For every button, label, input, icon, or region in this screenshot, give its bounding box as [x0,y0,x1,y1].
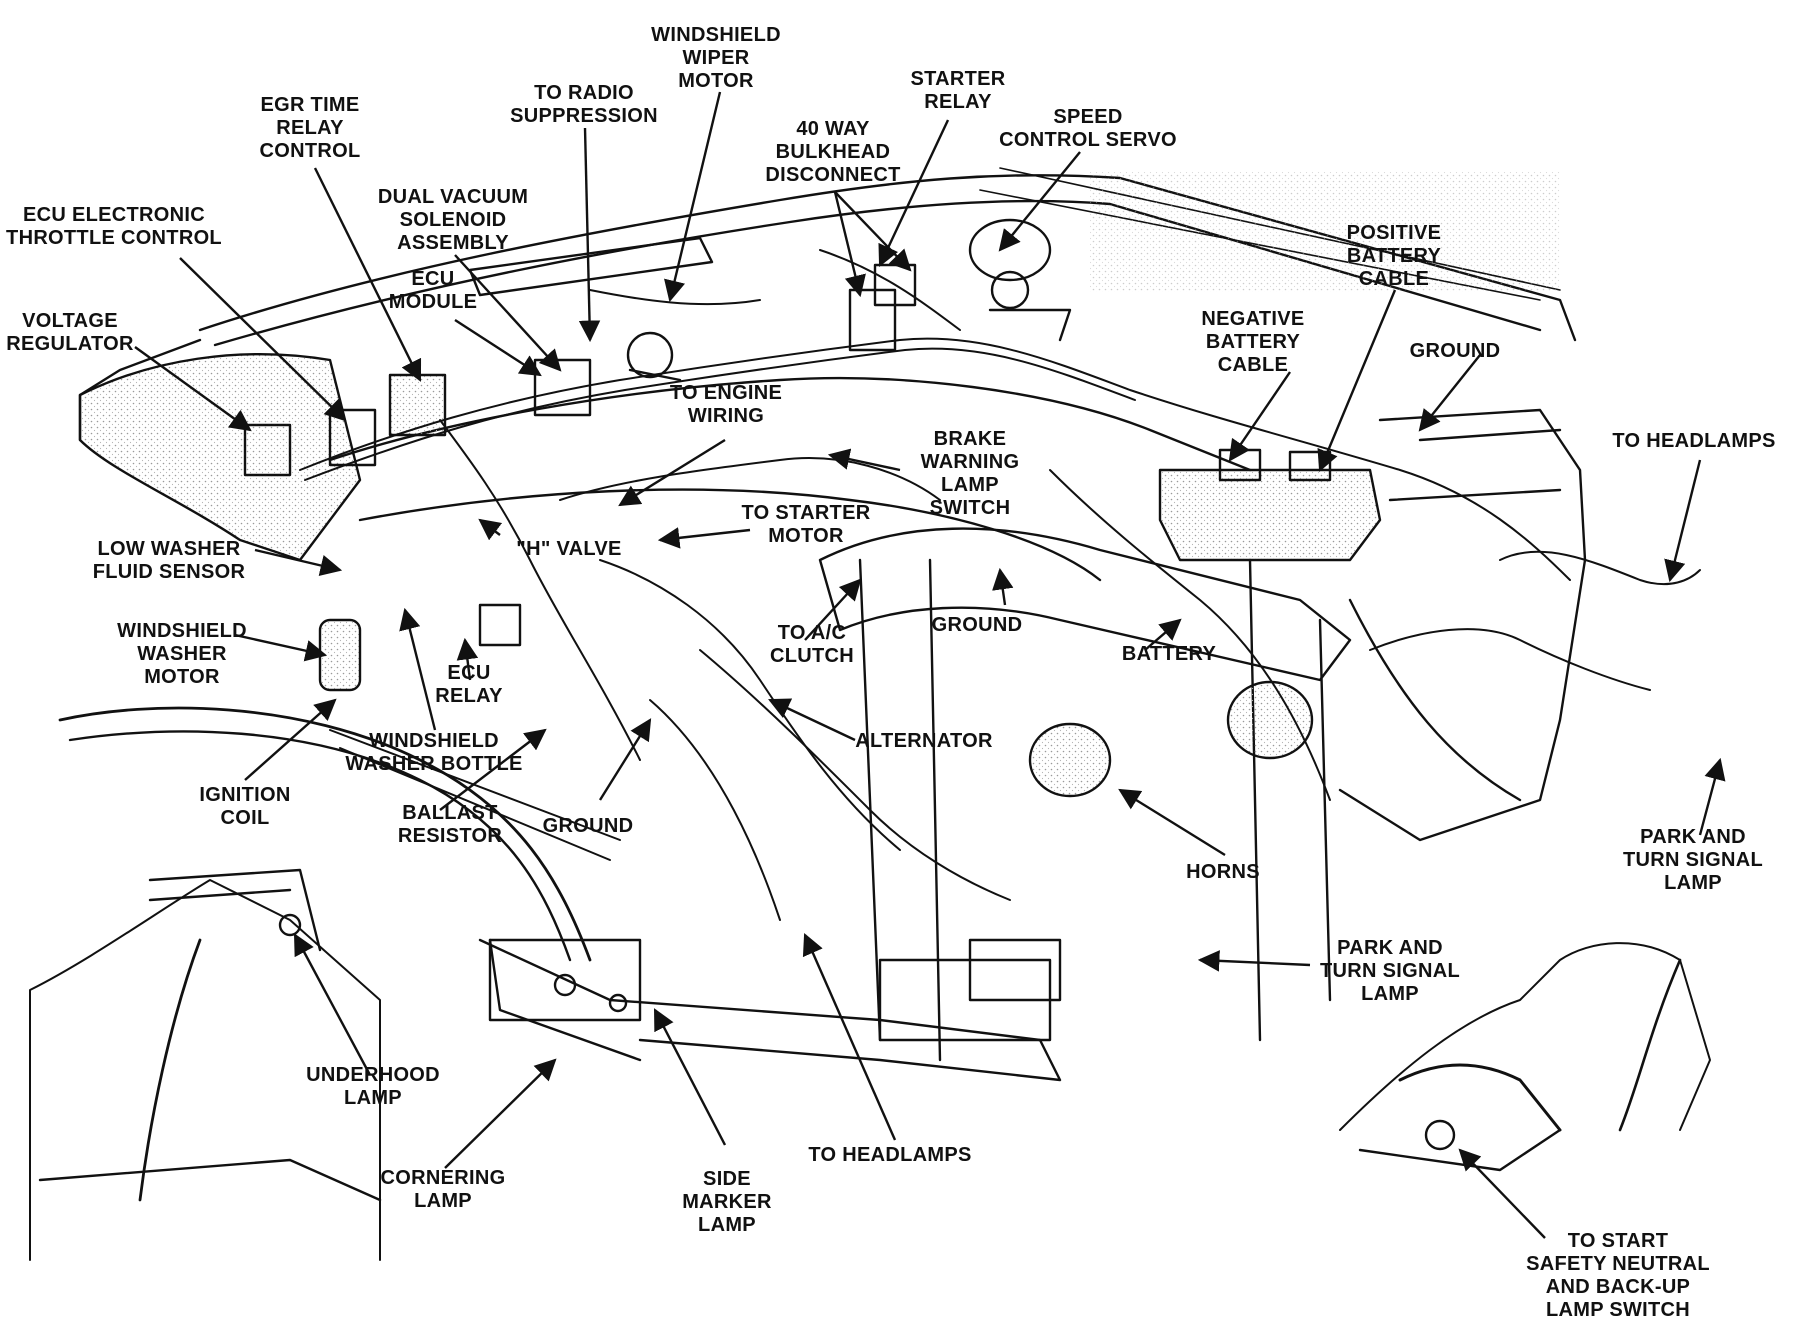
battery-shape [1158,468,1382,562]
label-ballast-resistor: BALLAST RESISTOR [397,802,503,847]
label-starter-relay: STARTER RELAY [910,68,1006,113]
label-ignition-coil: IGNITION COIL [199,784,291,829]
label-windshield-washer-motor: WINDSHIELD WASHER MOTOR [117,620,247,688]
label-h-valve: "H" VALVE [516,538,622,560]
label-ecu-relay: ECU RELAY [435,662,503,707]
washer-motor [318,618,362,692]
label-park-turn-signal-lamp-center: PARK AND TURN SIGNAL LAMP [1320,937,1460,1005]
label-cornering-lamp: CORNERING LAMP [380,1167,506,1212]
horn-right [1226,680,1314,760]
cowl-panel [198,174,1577,342]
left-fender [58,706,592,962]
label-low-washer-fluid-sensor: LOW WASHER FLUID SENSOR [92,538,246,583]
label-to-headlamps-right: TO HEADLAMPS [1612,430,1776,452]
label-negative-battery-cable: NEGATIVE BATTERY CABLE [1201,308,1305,376]
radiator-support [818,527,1352,682]
left-inner-fender [78,353,362,562]
label-horns: HORNS [1186,861,1260,883]
label-underhood-lamp: UNDERHOOD LAMP [306,1064,440,1109]
egr-relay-box [388,373,447,437]
safety-switch-inset [1339,942,1711,1131]
label-to-start-safety-neutral-back-up-lamp-switch: TO START SAFETY NEUTRAL AND BACK-UP LAMP… [1526,1230,1710,1321]
label-ecu-module: ECU MODULE [388,268,478,313]
horn-left [1028,722,1112,798]
throttle-control-box [328,408,377,467]
label-brake-warning-lamp-switch: BRAKE WARNING LAMP SWITCH [920,428,1020,519]
label-to-ac-clutch: TO A/C CLUTCH [769,622,855,667]
label-ecu-electronic-throttle-control: ECU ELECTRONIC THROTTLE CONTROL [6,204,222,249]
label-egr-time-relay-control: EGR TIME RELAY CONTROL [259,94,361,162]
label-battery: BATTERY [1121,643,1217,665]
label-side-marker-lamp: SIDE MARKER LAMP [682,1168,772,1236]
underhood-inset-outline [29,879,381,1261]
label-positive-battery-cable: POSITIVE BATTERY CABLE [1346,222,1442,290]
label-to-starter-motor: TO STARTER MOTOR [741,502,871,547]
bulkhead-connector [848,288,897,352]
wiper-motor [626,331,674,379]
label-dual-vacuum-solenoid-assembly: DUAL VACUUM SOLENOID ASSEMBLY [377,186,529,254]
label-voltage-regulator: VOLTAGE REGULATOR [6,310,134,355]
label-to-engine-wiring: TO ENGINE WIRING [669,382,783,427]
label-windshield-wiper-motor: WINDSHIELD WIPER MOTOR [651,24,781,92]
label-ground-middle: GROUND [931,614,1023,636]
right-fender [1338,408,1587,842]
ecu-relay-box [478,603,522,647]
speed-servo [968,218,1052,282]
voltage-regulator-box [243,423,292,477]
label-park-turn-signal-lamp-right: PARK AND TURN SIGNAL LAMP [1623,826,1763,894]
ecu-module-box [533,358,592,417]
label-ground-top: GROUND [1409,340,1501,362]
label-to-headlamps-bottom: TO HEADLAMPS [808,1144,972,1166]
label-40-way-bulkhead-disconnect: 40 WAY BULKHEAD DISCONNECT [765,118,901,186]
label-alternator: ALTERNATOR [855,730,993,752]
label-to-radio-suppression: TO RADIO SUPPRESSION [510,82,658,127]
label-windshield-washer-bottle: WINDSHIELD WASHER BOTTLE [345,730,523,775]
label-speed-control-servo: SPEED CONTROL SERVO [999,106,1177,151]
label-ground-bottom: GROUND [542,815,634,837]
